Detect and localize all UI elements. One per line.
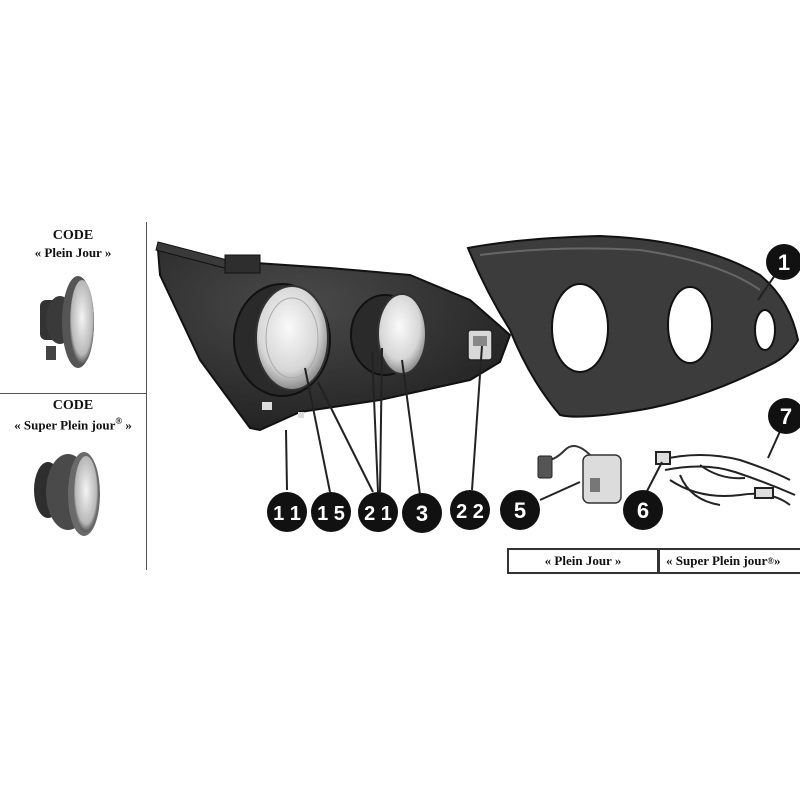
leader-21b: [371, 351, 379, 493]
svg-text:2 1: 2 1: [364, 503, 392, 525]
legend-super-plein-jour: « Super Plein jour® »: [666, 553, 781, 568]
headlight-housing: [155, 241, 512, 432]
plein-jour-lamp-image: [40, 276, 94, 368]
wiring-harness: [655, 451, 796, 506]
callout-11: 1 1: [267, 492, 307, 532]
leader-22: [471, 345, 483, 491]
leader-5: [539, 481, 581, 501]
leader-21a: [317, 381, 374, 493]
code-super-plein-jour-title: CODE: [52, 398, 94, 413]
svg-text:5: 5: [514, 498, 526, 523]
code-plein-jour-subtitle: « Plein Jour »: [34, 245, 112, 260]
callout-21: 2 1: [358, 492, 398, 532]
callout-5: 5: [500, 490, 540, 530]
callout-22: 2 2: [450, 490, 490, 530]
leader-15: [304, 367, 331, 493]
code-plein-jour-title: CODE: [52, 228, 94, 243]
svg-text:1 1: 1 1: [273, 503, 301, 525]
svg-text:3: 3: [416, 501, 428, 526]
leader-6: [644, 461, 663, 496]
svg-text:1: 1: [778, 250, 790, 275]
svg-text:2 2: 2 2: [456, 501, 484, 523]
callout-3: 3: [402, 493, 442, 533]
svg-text:1 5: 1 5: [317, 503, 345, 525]
switch-module: [537, 445, 622, 504]
leader-3: [401, 359, 421, 496]
callout-15: 1 5: [311, 492, 351, 532]
lamp-type-legend-table: « Plein Jour » « Super Plein jour® »: [507, 548, 800, 574]
legend-plein-jour: « Plein Jour »: [509, 550, 660, 572]
panel-divider: [0, 393, 146, 394]
svg-text:6: 6: [637, 498, 649, 523]
lamp-type-panel: [0, 222, 147, 570]
callout-1: 1: [766, 244, 800, 280]
super-plein-jour-lamp-image: [34, 452, 100, 536]
leader-11: [285, 429, 288, 491]
leader-21c: [379, 347, 383, 493]
code-super-plein-jour-subtitle: « Super Plein jour® »: [14, 416, 132, 433]
headlight-bezel: [466, 234, 800, 418]
callout-6: 6: [623, 490, 663, 530]
svg-text:7: 7: [780, 404, 792, 429]
callout-7: 7: [768, 398, 800, 434]
